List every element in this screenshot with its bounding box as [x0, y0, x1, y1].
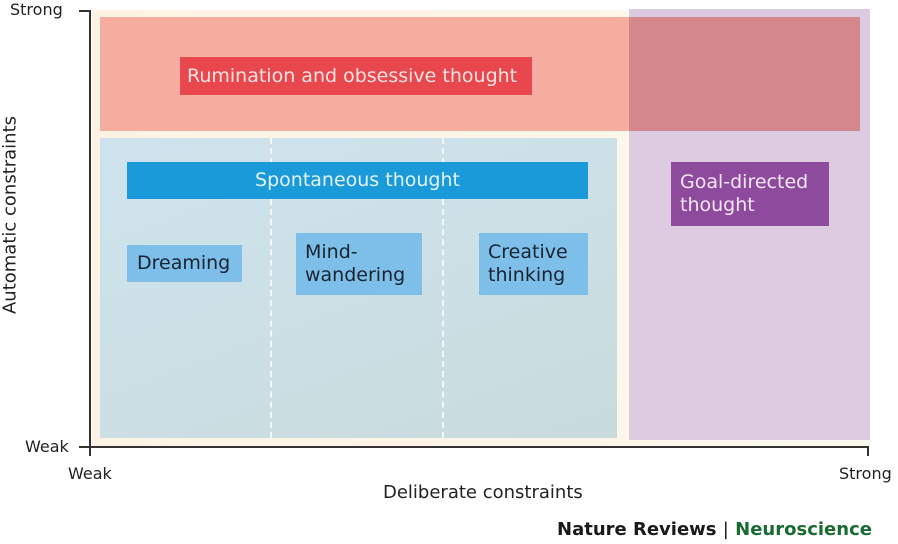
creative-line: thinking — [488, 264, 566, 286]
y-axis-tick — [79, 10, 90, 12]
x-strong-label: Strong — [839, 464, 892, 483]
y-weak-label: Weak — [25, 437, 69, 456]
divider-dashed — [442, 138, 444, 438]
goal-directed-label: Goal-directed thought — [671, 162, 829, 226]
mind-wandering-line: Mind- — [305, 241, 358, 263]
creative-thinking-label: Creative thinking — [479, 233, 588, 295]
x-axis-tick — [89, 446, 91, 456]
spontaneous-label: Spontaneous thought — [127, 162, 588, 199]
y-axis-tick — [79, 446, 90, 448]
y-strong-label: Strong — [10, 0, 63, 19]
x-axis-title: Deliberate constraints — [383, 482, 583, 503]
journal-subject: Neuroscience — [735, 519, 872, 540]
goal-line: Goal-directed — [680, 171, 809, 193]
journal-name: Nature Reviews — [557, 519, 717, 540]
mind-wandering-label: Mind- wandering — [296, 233, 422, 295]
y-axis-title: Automatic constraints — [0, 115, 21, 315]
footer-credit: Nature Reviews | Neuroscience — [557, 519, 872, 540]
goal-line: thought — [680, 194, 755, 216]
mind-wandering-line: wandering — [305, 264, 406, 286]
x-weak-label: Weak — [68, 464, 112, 483]
creative-line: Creative — [488, 241, 568, 263]
y-axis-line — [89, 10, 91, 448]
divider-dashed — [270, 138, 272, 438]
x-axis-line — [89, 446, 869, 448]
x-axis-tick — [867, 446, 869, 456]
dreaming-label: Dreaming — [127, 245, 242, 282]
footer-separator: | — [722, 519, 729, 540]
rumination-label: Rumination and obsessive thought — [180, 57, 532, 95]
overlap-region — [629, 17, 860, 131]
